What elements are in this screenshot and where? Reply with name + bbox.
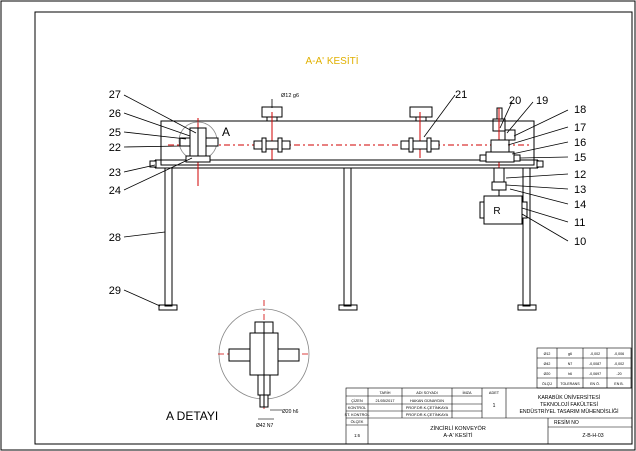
fits-cell: Ø20 bbox=[544, 372, 551, 376]
callout-13: 13 bbox=[574, 184, 586, 196]
university-line-1: KARABÜK ÜNİVERSİTESİ bbox=[538, 394, 600, 401]
callout-28: 28 bbox=[109, 232, 121, 244]
fits-cell: TOLERANS bbox=[560, 382, 580, 386]
main-section-view bbox=[154, 106, 539, 311]
part-name-line-2: A-A' KESİTİ bbox=[443, 432, 473, 439]
detail-dimension-right: Ø20 h6 bbox=[282, 409, 299, 415]
fits-table bbox=[536, 347, 632, 389]
callout-20: 20 bbox=[509, 95, 521, 107]
frame-leg-right bbox=[522, 167, 531, 307]
callout-18: 18 bbox=[574, 104, 586, 116]
title-block-header: TARİH bbox=[379, 390, 390, 395]
detail-title: A DETAYI bbox=[166, 409, 218, 423]
leader-lines bbox=[123, 94, 569, 307]
qty-value: 1 bbox=[493, 403, 496, 409]
part-name-line-1: ZİNCİRLİ KONVEYÖR bbox=[430, 425, 486, 432]
chain-sprocket-right bbox=[400, 137, 440, 153]
bearing-assembly-right bbox=[479, 129, 521, 191]
title-block-cells: TARİH ADI SOYADI İMZA ADET ÇİZEN 21/05/2017 HA… bbox=[345, 390, 500, 424]
callout-10: 10 bbox=[574, 236, 586, 248]
callouts-right: 18 17 16 15 12 13 14 11 10 bbox=[574, 104, 586, 248]
callout-14: 14 bbox=[574, 199, 586, 211]
university-line-2: TEKNOLOJİ FAKÜLTESİ bbox=[540, 401, 598, 408]
callout-22: 22 bbox=[109, 142, 121, 154]
title-block-header: İMZA bbox=[462, 390, 472, 395]
fits-cell: -0,002 bbox=[590, 352, 600, 356]
detail-marker: A bbox=[222, 125, 230, 139]
callouts-top: 21 20 19 bbox=[455, 89, 548, 107]
foot-left bbox=[158, 304, 178, 311]
bearing-assembly-left bbox=[178, 121, 219, 163]
foot-right bbox=[517, 304, 537, 311]
conveyor-frame-body bbox=[160, 120, 535, 166]
title-block-cell: 21/05/2017 bbox=[375, 399, 394, 403]
foot-middle bbox=[338, 304, 358, 311]
callouts-left: 27 26 25 22 23 24 28 29 bbox=[109, 89, 121, 297]
chain-sprocket-left bbox=[253, 137, 291, 153]
fits-cell: EN Ö. bbox=[590, 382, 600, 386]
callout-12: 12 bbox=[574, 169, 586, 181]
motor-gearbox bbox=[479, 190, 528, 225]
detail-dimension-bottom: Ø42 N7 bbox=[256, 423, 273, 429]
fits-cell: EN B. bbox=[614, 382, 623, 386]
title-block-header: ADET bbox=[489, 391, 500, 395]
drawing-no-label: RESİM NO bbox=[554, 419, 579, 426]
fits-cell: -0,0697 bbox=[589, 372, 601, 376]
fits-cell: -0,0087 bbox=[589, 362, 601, 366]
side-bolts bbox=[149, 160, 544, 168]
section-title: A-A' KESİTİ bbox=[305, 54, 358, 67]
inner-frame bbox=[34, 11, 633, 445]
callout-11: 11 bbox=[574, 217, 585, 229]
title-block-cell: PROF.DR.K.ÇETİNKAYA bbox=[406, 412, 449, 417]
callout-21: 21 bbox=[455, 89, 467, 101]
motor-label: R bbox=[493, 206, 500, 217]
fits-cell: Ø12 bbox=[544, 352, 551, 356]
title-block-cell: KONTROL bbox=[348, 406, 366, 410]
fits-cell: N7 bbox=[568, 362, 573, 366]
callout-15: 15 bbox=[574, 152, 586, 164]
university-line-3: ENDÜSTRİYEL TASARIM MÜHENDİSLİĞİ bbox=[519, 408, 618, 415]
frame-leg-left bbox=[164, 167, 173, 307]
callout-17: 17 bbox=[574, 122, 586, 134]
title-block-header: ADI SOYADI bbox=[416, 391, 437, 395]
fits-cell: -0,002 bbox=[614, 362, 624, 366]
callout-25: 25 bbox=[109, 127, 121, 139]
callout-29: 29 bbox=[109, 285, 121, 297]
title-block-cell: ÇİZEN bbox=[351, 398, 363, 403]
callout-27: 27 bbox=[109, 89, 121, 101]
title-block-cell: HAKAN GÜNAYDIN bbox=[410, 399, 444, 403]
fits-cell: g6 bbox=[568, 352, 572, 356]
fits-cell: Ø42 bbox=[544, 362, 551, 366]
callout-26: 26 bbox=[109, 108, 121, 120]
frame-leg-middle bbox=[343, 167, 352, 307]
drawing-no: Z-B-H-03 bbox=[582, 433, 603, 439]
fits-cell: -0,006 bbox=[614, 352, 624, 356]
callout-16: 16 bbox=[574, 137, 586, 149]
scale-value: 1:6 bbox=[354, 433, 360, 438]
callout-24: 24 bbox=[109, 185, 121, 197]
shaft-dimension: Ø12 g6 bbox=[281, 93, 299, 99]
title-block-cell: ÖLÇEK bbox=[351, 420, 364, 424]
fits-cell: h6 bbox=[568, 372, 572, 376]
fits-cell: ÖLÇÜ bbox=[542, 382, 552, 386]
fits-cell: -20 bbox=[616, 372, 621, 376]
title-block-cell: PROF.DR.K.ÇETİNKAYA bbox=[406, 405, 449, 410]
detail-a-view bbox=[218, 300, 310, 420]
callout-23: 23 bbox=[109, 167, 121, 179]
title-block bbox=[345, 387, 633, 445]
title-block-cell: ST. KONTROL bbox=[345, 413, 370, 417]
callout-19: 19 bbox=[536, 95, 548, 107]
